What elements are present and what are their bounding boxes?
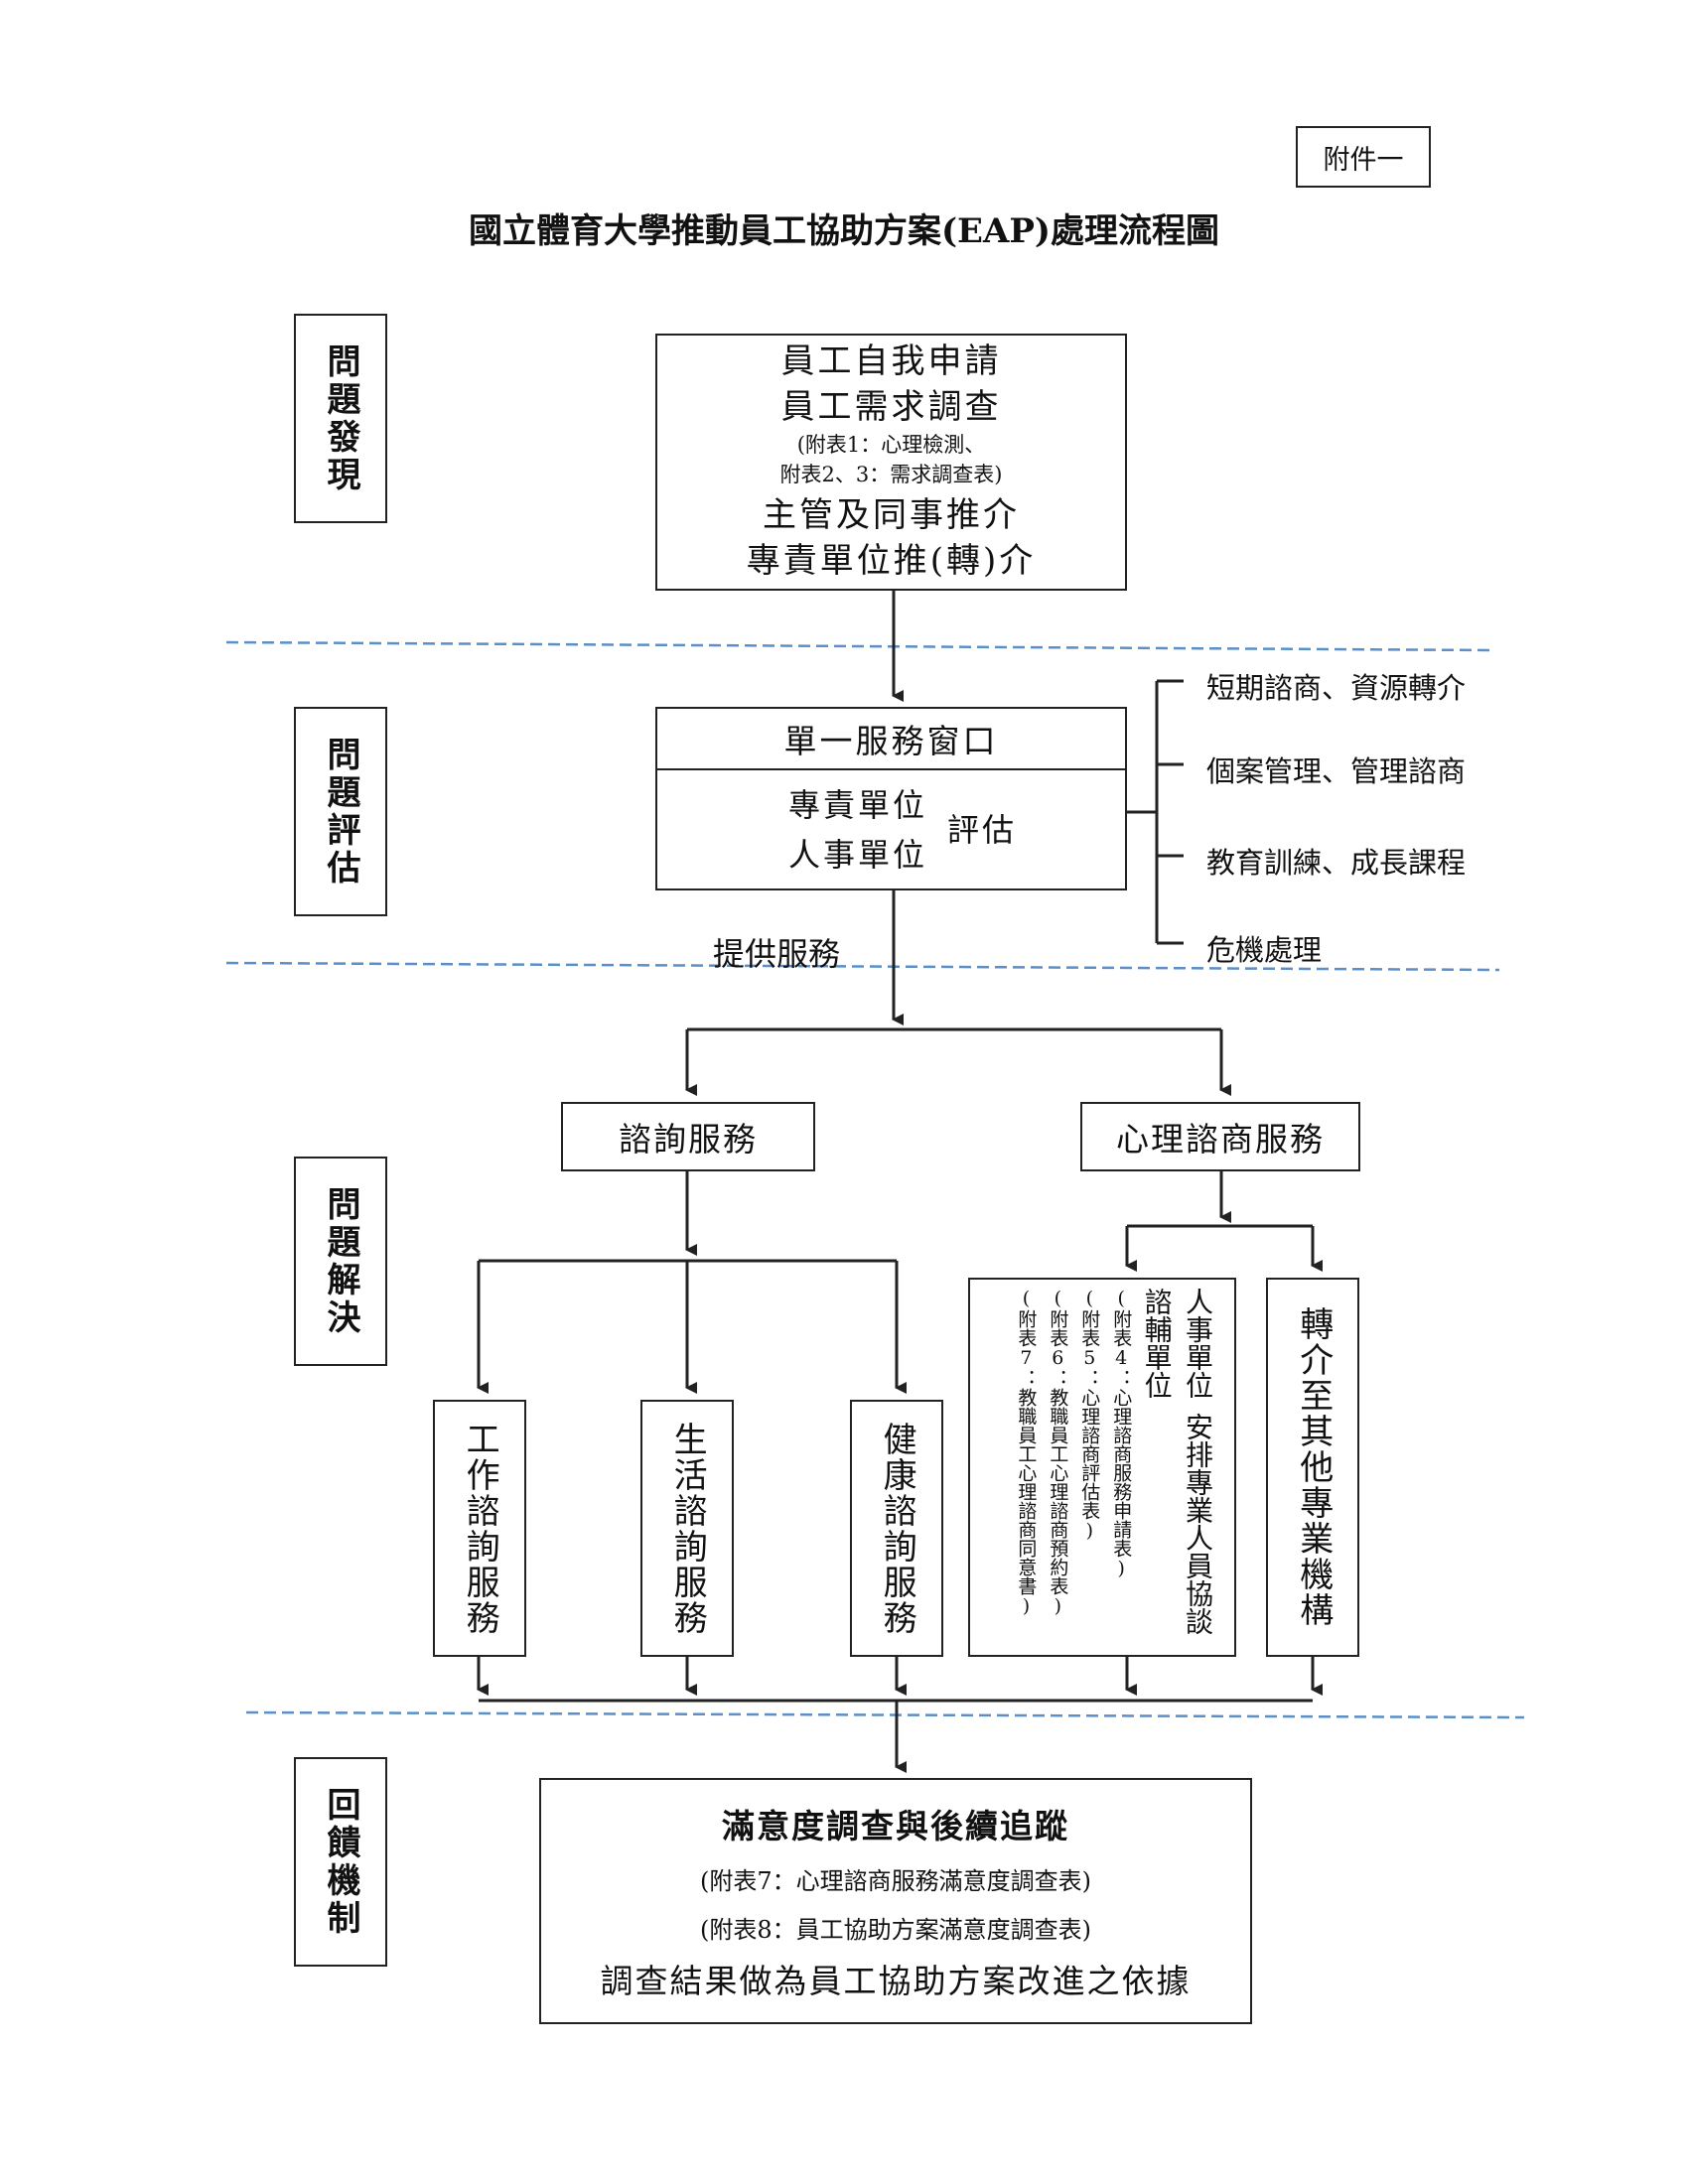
- discover-referral: 主管及同事推介: [763, 494, 1020, 535]
- counsel-note-7: (附表7：教職員工心理諮商同意書): [1015, 1288, 1038, 1617]
- feedback-title: 滿意度調查與後續追蹤: [722, 1807, 1069, 1845]
- discover-box: 員工自我申請 員工需求調查 (附表1：心理檢測、 附表2、3：需求調查表) 主管…: [655, 334, 1127, 591]
- referral-box: 轉介至其他專業機構: [1266, 1278, 1359, 1657]
- counsel-note-5: (附表5：心理諮商評估表): [1078, 1288, 1101, 1542]
- counsel-service-box: 心理諮商服務: [1080, 1102, 1360, 1171]
- counsel-detail-box: 人事單位 安排專業人員協談 諮輔單位 (附表4：心理諮商服務申請表) (附表5：…: [968, 1278, 1236, 1657]
- stage-assess: 問題評估: [294, 707, 387, 916]
- attachment-label-text: 附件一: [1323, 144, 1404, 176]
- counsel-note-4: (附表4：心理諮商服務申請表): [1110, 1288, 1133, 1579]
- discover-self-apply: 員工自我申請: [780, 341, 1002, 382]
- feedback-note-1: (附表7：心理諮商服務滿意度調查表): [700, 1867, 1091, 1895]
- counsel-note-6: (附表6：教職員工心理諮商預約表): [1047, 1288, 1069, 1617]
- page-title: 國立體育大學推動員工協助方案(EAP)處理流程圖: [0, 204, 1688, 252]
- counsel-hr-unit: 人事單位: [1182, 1288, 1214, 1399]
- assess-option-1: 短期諮商、資源轉介: [1206, 671, 1467, 705]
- stage-discover-text: 問題發現: [321, 342, 360, 494]
- stage-feedback-text: 回饋機制: [321, 1786, 360, 1938]
- assess-action: 評估: [947, 811, 1018, 849]
- provide-service-label: 提供服務: [713, 935, 841, 973]
- discover-note-1: (附表1：心理檢測、: [796, 433, 986, 458]
- assess-unit-2: 人事單位: [788, 836, 928, 874]
- assess-header-text: 單一服務窗口: [783, 722, 999, 760]
- feedback-conclusion: 調查結果做為員工協助方案改進之依據: [600, 1962, 1192, 2000]
- discover-note-2: 附表2、3：需求調查表): [779, 462, 1003, 486]
- discover-survey: 員工需求調查: [780, 387, 1002, 428]
- counsel-hr-column: 人事單位 安排專業人員協談: [1182, 1288, 1214, 1635]
- stage-feedback: 回饋機制: [294, 1757, 387, 1967]
- assess-header: 單一服務窗口: [657, 709, 1125, 770]
- assess-unit-1: 專責單位: [788, 786, 928, 824]
- life-consult-text: 生活諮詢服務: [667, 1421, 708, 1636]
- stage-discover: 問題發現: [294, 314, 387, 523]
- counsel-guidance-unit: 諮輔單位: [1140, 1288, 1174, 1399]
- life-consult-box: 生活諮詢服務: [640, 1400, 734, 1657]
- stage-assess-text: 問題評估: [321, 736, 360, 887]
- separator-2: [225, 961, 1500, 972]
- consult-service-text: 諮詢服務: [619, 1120, 758, 1159]
- separator-1: [225, 640, 1490, 652]
- assess-option-3: 教育訓練、成長課程: [1206, 846, 1467, 880]
- stage-solve-text: 問題解決: [321, 1185, 360, 1337]
- consult-service-box: 諮詢服務: [561, 1102, 815, 1171]
- counsel-service-text: 心理諮商服務: [1116, 1120, 1325, 1159]
- discover-unit-referral: 專責單位推(轉)介: [746, 540, 1037, 581]
- health-consult-box: 健康諮詢服務: [850, 1400, 943, 1657]
- health-consult-text: 健康諮詢服務: [877, 1421, 917, 1636]
- assess-option-4: 危機處理: [1206, 933, 1323, 967]
- counsel-arrange-staff: 安排專業人員協談: [1182, 1413, 1214, 1635]
- work-consult-box: 工作諮詢服務: [433, 1400, 526, 1657]
- separator-3: [245, 1710, 1525, 1719]
- assess-box: 單一服務窗口 專責單位 人事單位 評估: [655, 707, 1127, 890]
- feedback-note-2: (附表8：員工協助方案滿意度調查表): [700, 1916, 1091, 1944]
- attachment-label: 附件一: [1296, 126, 1431, 188]
- feedback-box: 滿意度調查與後續追蹤 (附表7：心理諮商服務滿意度調查表) (附表8：員工協助方…: [539, 1778, 1252, 2024]
- counsel-detail-columns: 人事單位 安排專業人員協談 諮輔單位 (附表4：心理諮商服務申請表) (附表5：…: [1015, 1288, 1214, 1635]
- referral-text: 轉介至其他專業機構: [1293, 1306, 1334, 1628]
- work-consult-text: 工作諮詢服務: [460, 1421, 500, 1636]
- assess-option-2: 個案管理、管理諮商: [1206, 754, 1467, 788]
- stage-solve: 問題解決: [294, 1157, 387, 1366]
- page-title-text: 國立體育大學推動員工協助方案(EAP)處理流程圖: [468, 211, 1220, 251]
